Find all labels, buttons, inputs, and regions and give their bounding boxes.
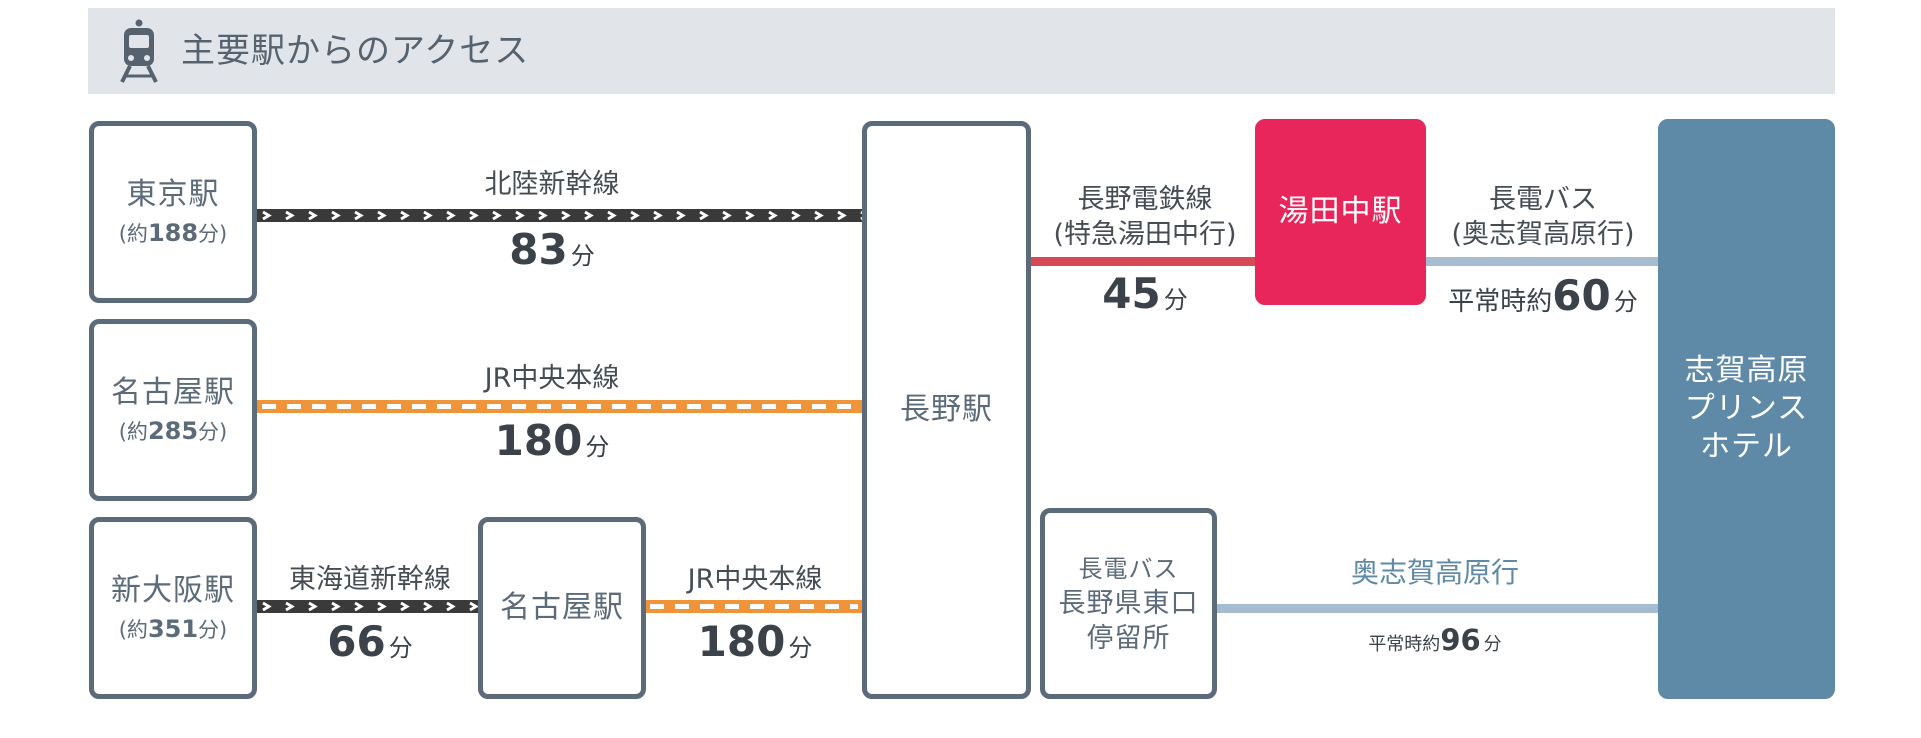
route-name-hokuriku: 北陸新幹線 [484, 169, 620, 200]
bus-stop-line2: 長野県東口 [1058, 587, 1199, 619]
jr-chuo-line-2 [644, 600, 864, 613]
route-subname-bus-yudanaka: (奥志賀高原行) [1451, 219, 1635, 250]
jr-chuo-line-1 [256, 400, 864, 413]
section-header: 主要駅からのアクセス [88, 8, 1835, 94]
route-name-tokaido: 東海道新幹線 [289, 564, 451, 595]
nagano-dentetsu-line [1029, 257, 1259, 266]
station-name: 湯田中駅 [1278, 194, 1403, 229]
station-name: 新大阪駅 [111, 572, 235, 608]
station-total-time: (約188分) [118, 218, 228, 247]
station-name: 東京駅 [126, 176, 220, 212]
chevron-pattern [256, 600, 480, 613]
bus-line-nagano [1215, 604, 1660, 613]
tokaido-shinkansen-line [256, 600, 480, 613]
route-name-bus-yudanaka: 長電バス [1489, 184, 1597, 215]
route-name-bus-nagano: 奥志賀高原行 [1350, 556, 1519, 589]
station-name: 名古屋駅 [111, 374, 235, 410]
hotel-name-line1: 志賀高原 [1684, 353, 1809, 388]
station-name: 名古屋駅 [500, 590, 624, 625]
station-total-time: (約285分) [118, 416, 228, 445]
hokuriku-shinkansen-line [256, 209, 864, 222]
route-name-nagano-dentetsu: 長野電鉄線 [1077, 184, 1213, 215]
bus-stop-nagano-east[interactable]: 長電バス 長野県東口 停留所 [1040, 508, 1217, 699]
hotel-name-line3: ホテル [1700, 429, 1793, 464]
bus-stop-line1: 長電バス [1078, 554, 1179, 583]
station-name: 長野駅 [900, 392, 993, 427]
bus-line-yudanaka [1426, 257, 1660, 266]
hotel-name-line2: プリンス [1684, 391, 1809, 426]
destination-hotel[interactable]: 志賀高原 プリンス ホテル [1658, 119, 1835, 699]
station-tokyo[interactable]: 東京駅 (約188分) [89, 121, 257, 303]
route-subname-nagano-dentetsu: (特急湯田中行) [1053, 219, 1237, 250]
station-nagoya-origin[interactable]: 名古屋駅 (約285分) [89, 319, 257, 501]
station-shin-osaka[interactable]: 新大阪駅 (約351分) [89, 517, 257, 699]
station-yudanaka[interactable]: 湯田中駅 [1255, 119, 1426, 305]
train-icon [120, 19, 158, 83]
route-name-jr-chuo-1: JR中央本線 [484, 363, 620, 394]
chevron-pattern [256, 209, 864, 222]
station-nagoya-transfer[interactable]: 名古屋駅 [478, 517, 646, 699]
bus-stop-line3: 停留所 [1086, 622, 1171, 654]
page-title: 主要駅からのアクセス [181, 31, 530, 71]
route-name-jr-chuo-2: JR中央本線 [687, 564, 823, 595]
station-nagano[interactable]: 長野駅 [862, 121, 1031, 699]
station-total-time: (約351分) [118, 614, 228, 643]
